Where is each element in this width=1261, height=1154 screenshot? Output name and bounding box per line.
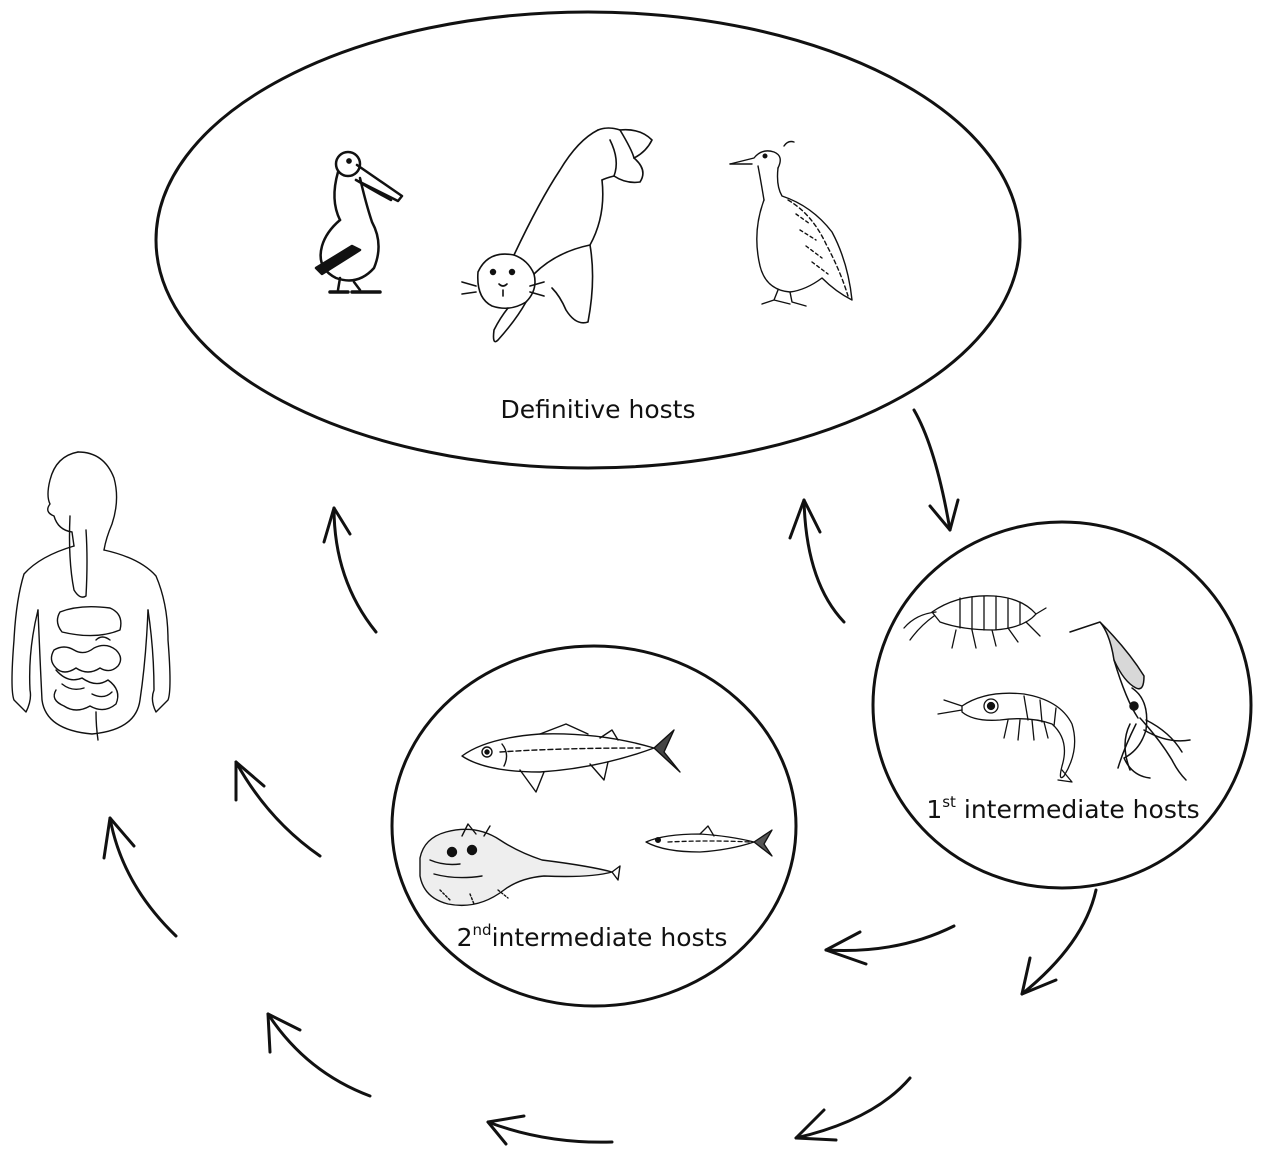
first-intermediate-hosts-group: 1st intermediate hosts: [873, 522, 1251, 888]
second-intermediate-hosts-group: 2ndintermediate hosts: [392, 646, 796, 1006]
arrows-group: [104, 410, 1096, 1144]
second-label-rest: intermediate hosts: [492, 923, 728, 952]
second-intermediate-hosts-label: 2ndintermediate hosts: [457, 921, 728, 952]
arrow-second-to-definitive: [324, 508, 376, 632]
amphipod-icon: [904, 596, 1046, 648]
arrow-first-to-definitive: [790, 500, 844, 622]
arrow-outer-to-human: [104, 818, 176, 936]
first-intermediate-circle: [873, 522, 1251, 888]
first-ordinal-suffix: st: [942, 793, 956, 811]
arrow-outer-bottom-right: [796, 1078, 910, 1140]
arrow-definitive-to-first: [914, 410, 958, 530]
anglerfish-icon: [420, 824, 620, 905]
arrow-first-outer: [1022, 890, 1096, 994]
definitive-hosts-label: Definitive hosts: [500, 395, 695, 424]
anchovy-icon: [646, 826, 772, 856]
arrow-outer-bottom-middle: [488, 1116, 612, 1144]
second-ordinal: 2: [457, 923, 473, 952]
arrow-outer-bottom-left: [268, 1014, 370, 1096]
cormorant-icon: [730, 142, 852, 307]
first-ordinal: 1: [926, 795, 942, 824]
shrimp-icon: [938, 693, 1075, 782]
first-intermediate-hosts-label: 1st intermediate hosts: [926, 793, 1199, 824]
human-figure-icon: [12, 452, 170, 740]
squid-icon: [1070, 622, 1190, 780]
second-intermediate-circle: [392, 646, 796, 1006]
seal-icon: [462, 128, 652, 342]
arrow-first-to-second: [826, 926, 954, 964]
arrow-second-to-human: [236, 762, 320, 856]
pelican-icon: [316, 152, 402, 292]
definitive-hosts-group: Definitive hosts: [156, 12, 1020, 468]
second-ordinal-suffix: nd: [473, 921, 492, 939]
first-label-rest: intermediate hosts: [956, 795, 1200, 824]
mackerel-icon: [462, 724, 680, 792]
